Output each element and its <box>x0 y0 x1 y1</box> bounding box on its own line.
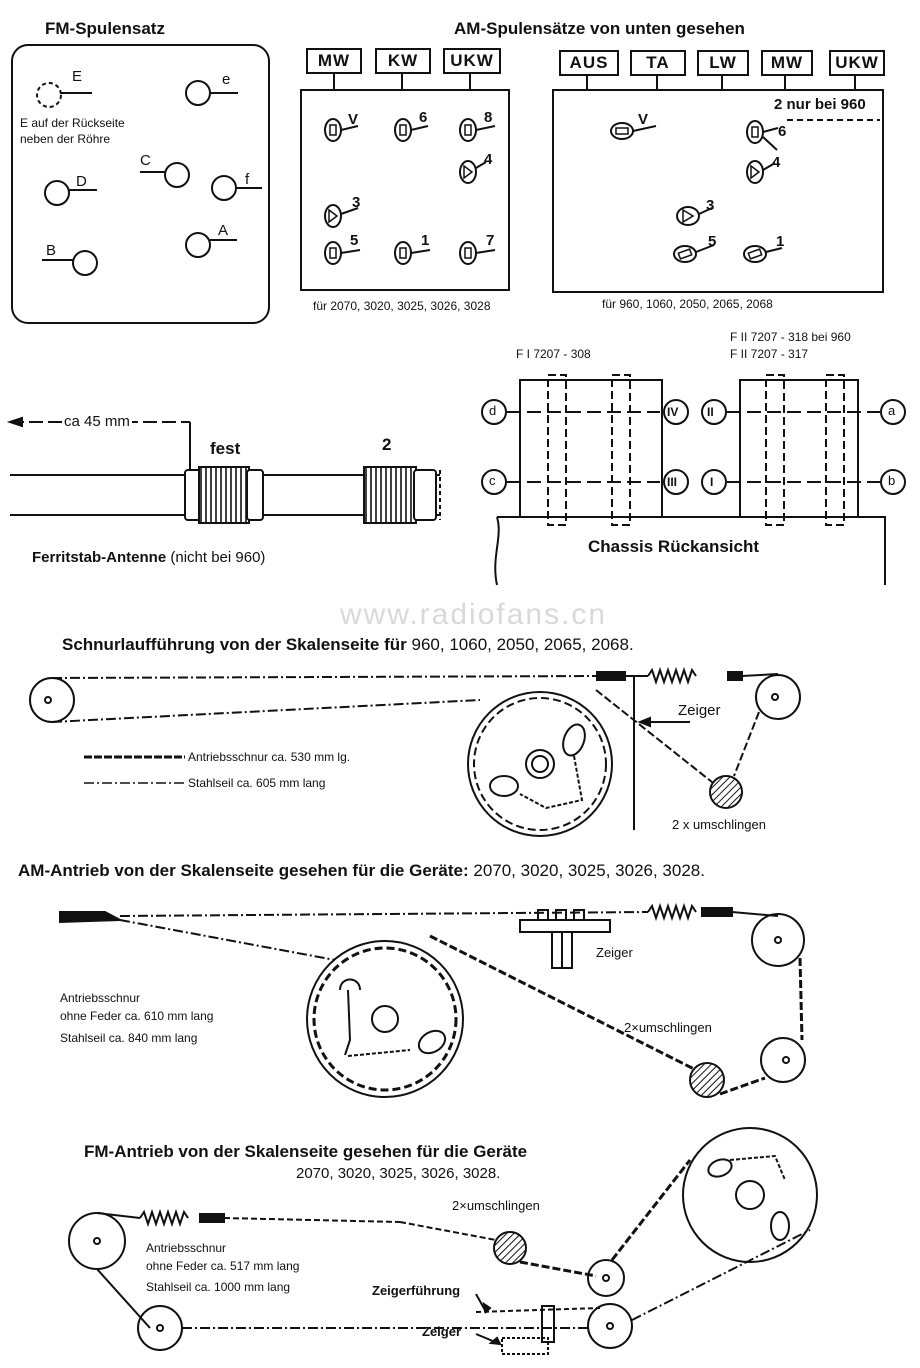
drive1-drawing <box>29 666 801 837</box>
chassis-pin-c: c <box>489 473 496 488</box>
fm-pin-A: A <box>218 222 229 239</box>
ferrite-coil2-label: 2 <box>382 435 392 454</box>
drive1-wrap-label: 2 x umschlingen <box>672 817 766 832</box>
drive1-legend-steel-cable: Stahlseil ca. 605 mm lang <box>188 776 326 790</box>
fm-pin-B: B <box>46 242 57 259</box>
ferrite-note: (nicht bei 960) <box>170 549 266 566</box>
chassis-pin-d: d <box>489 403 497 418</box>
drive3-zeiger-label: Zeiger <box>422 1324 462 1339</box>
am-left-coil-label: 7 <box>486 232 495 249</box>
drive2-models: 2070, 3020, 3025, 3026, 3028. <box>473 861 705 880</box>
fm-coil-box <box>11 44 270 324</box>
drive2-info-line1: Antriebsschnur <box>60 991 141 1005</box>
am-right-tag-mw: MW <box>761 50 813 76</box>
chassis-pin-a: a <box>888 403 896 418</box>
am-right-tag-lw: LW <box>697 50 749 76</box>
chassis-drawing <box>481 374 906 586</box>
ferrite-fest-label: fest <box>210 439 241 458</box>
am-left-coils <box>324 118 496 265</box>
am-right-note: 2 nur bei 960 <box>774 96 866 113</box>
drive1-zeiger-label: Zeiger <box>678 702 721 719</box>
am-left-coil-label: 6 <box>419 109 428 126</box>
am-right-coil-label: 4 <box>772 154 781 171</box>
drive1-title-text: Schnurlaufführung von der Skalenseite fü… <box>62 635 407 654</box>
drive2-wrap-label: 2×umschlingen <box>624 1020 712 1035</box>
drive3-drawing <box>68 1127 818 1355</box>
drive3-models: 2070, 3020, 3025, 3026, 3028. <box>296 1165 501 1182</box>
am-right-coil-label: 5 <box>708 233 717 250</box>
drive3-info-line1: Antriebsschnur <box>146 1241 227 1255</box>
am-left-caption: für 2070, 3020, 3025, 3026, 3028 <box>313 299 491 313</box>
am-left-tag-kw: KW <box>375 48 431 74</box>
am-left-coil-label: 5 <box>350 232 359 249</box>
am-left-tag-mw: MW <box>306 48 362 74</box>
fm-note-line2: neben der Röhre <box>20 132 111 146</box>
am-right-coil-label: 1 <box>776 233 785 250</box>
drive2-title: AM-Antrieb von der Skalenseite gesehen f… <box>18 862 705 879</box>
chassis-pin-III: III <box>667 475 678 489</box>
watermark: www.radiofans.cn <box>340 598 608 631</box>
drive1-models: 960, 1060, 2050, 2065, 2068. <box>411 635 634 654</box>
fm-pin-D: D <box>76 173 87 190</box>
am-right-coil-label: 3 <box>706 197 715 214</box>
am-right-coil-label: 6 <box>778 123 787 140</box>
am-left-tag-ukw: UKW <box>443 48 501 74</box>
fm-pin-E: E <box>72 68 83 85</box>
am-left-coil-label: 1 <box>421 232 430 249</box>
ferrite-rod <box>6 416 441 524</box>
ferrite-title: Ferritstab-Antenne <box>32 549 167 566</box>
drive2-zeiger-label: Zeiger <box>596 945 633 960</box>
drive3-info-line3: Stahlseil ca. 1000 mm lang <box>146 1280 291 1294</box>
am-right-coil-label: V <box>638 111 649 128</box>
drive2-title-text: AM-Antrieb von der Skalenseite gesehen f… <box>18 861 469 880</box>
chassis-pin-b: b <box>888 473 896 488</box>
drive3-title: FM-Antrieb von der Skalenseite gesehen f… <box>84 1142 528 1161</box>
am-right-coils <box>610 120 783 263</box>
chassis-pin-IV: IV <box>667 405 679 419</box>
fm-note-line1: E auf der Rückseite <box>20 116 125 130</box>
ferrite-dimension: ca 45 mm <box>62 413 132 430</box>
am-right-tag-ukw: UKW <box>829 50 885 76</box>
am-left-coil-label: 8 <box>484 109 493 126</box>
drive1-title: Schnurlaufführung von der Skalenseite fü… <box>62 636 634 653</box>
fm-pin-C: C <box>140 152 151 169</box>
ferrite-caption: Ferritstab-Antenne (nicht bei 960) <box>32 550 265 565</box>
fm-pin-e: e <box>222 71 231 88</box>
drive2-info-line3: Stahlseil ca. 840 mm lang <box>60 1031 198 1045</box>
am-left-coil-label: 3 <box>352 194 361 211</box>
chassis-filter2a: F II 7207 - 318 bei 960 <box>730 330 851 344</box>
drive3-wrap-label: 2×umschlingen <box>452 1198 540 1213</box>
drive1-legend-drive-cord: Antriebsschnur ca. 530 mm lg. <box>188 750 351 764</box>
chassis-pin-II: II <box>707 405 714 419</box>
am-coil-sets-title: AM-Spulensätze von unten gesehen <box>454 19 745 38</box>
fm-pin-f: f <box>245 171 250 188</box>
am-right-tag-ta: TA <box>630 50 686 76</box>
chassis-filter2b: F II 7207 - 317 <box>730 347 809 361</box>
am-left-coil-label: V <box>348 111 359 128</box>
drive2-info-line2: ohne Feder ca. 610 mm lang <box>60 1009 214 1023</box>
drive2-drawing <box>59 902 806 1098</box>
chassis-caption: Chassis Rückansicht <box>588 537 760 556</box>
drive3-info-line2: ohne Feder ca. 517 mm lang <box>146 1259 300 1273</box>
chassis-pin-I: I <box>710 475 714 489</box>
am-right-tag-aus: AUS <box>559 50 619 76</box>
drive3-guide-label: Zeigerführung <box>372 1283 461 1298</box>
am-left-coil-label: 4 <box>484 151 493 168</box>
am-right-caption: für 960, 1060, 2050, 2065, 2068 <box>602 297 773 311</box>
chassis-filter1: F I 7207 - 308 <box>516 347 591 361</box>
fm-coil-set-title: FM-Spulensatz <box>45 19 165 38</box>
